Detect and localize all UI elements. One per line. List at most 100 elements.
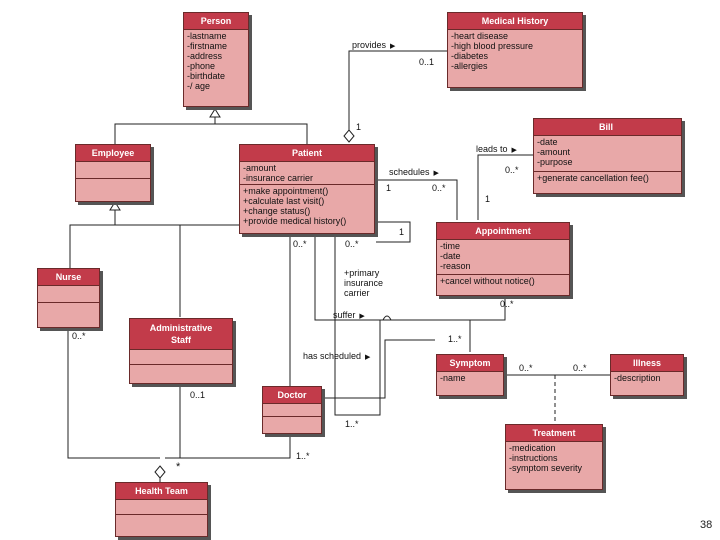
attribute: -allergies: [451, 61, 488, 71]
attribute: -amount: [537, 147, 571, 157]
class-illness-name: Illness: [611, 355, 683, 372]
class-bill-operations: +generate cancellation fee(): [534, 172, 681, 184]
attribute: -instructions: [509, 453, 558, 463]
attribute: -diabetes: [451, 51, 489, 61]
association-leads-to: leads to▶: [476, 144, 517, 154]
class-symptom: Symptom -name: [436, 354, 504, 396]
class-patient-name: Patient: [240, 145, 374, 162]
multiplicity: 1..*: [448, 334, 462, 344]
class-patient: Patient -amount -insurance carrier +make…: [239, 144, 375, 234]
aggregation-diamond-patient: [343, 129, 355, 143]
aggregation-diamond-health-team: [154, 465, 166, 479]
association-provides: provides▶: [352, 40, 396, 50]
operation: +provide medical history(): [243, 216, 347, 226]
class-appointment-attributes: -time -date -reason: [437, 240, 569, 275]
multiplicity: 0..*: [345, 239, 359, 249]
direction-arrow-icon: ▶: [433, 170, 439, 177]
multiplicity: 0..1: [419, 57, 435, 67]
attribute: -purpose: [537, 157, 573, 167]
class-employee-attributes: [76, 162, 150, 179]
class-medical-history: Medical History -heart disease -high blo…: [447, 12, 583, 88]
class-bill: Bill -date -amount -purpose +generate ca…: [533, 118, 682, 194]
class-nurse-name: Nurse: [38, 269, 99, 286]
operation: +calculate last visit(): [243, 196, 325, 206]
class-health-team: Health Team: [115, 482, 208, 537]
attribute: -/ age: [187, 81, 211, 91]
attribute: -heart disease: [451, 31, 509, 41]
association-has-scheduled: has scheduled▶: [303, 351, 371, 361]
attribute: -name: [440, 373, 466, 383]
multiplicity: 0..*: [500, 299, 514, 309]
attribute: -description: [614, 373, 661, 383]
class-administrative-staff-operations: [130, 365, 232, 379]
multiplicity: *: [176, 461, 181, 473]
multiplicity: 0..*: [573, 363, 587, 373]
class-treatment-attributes: -medication -instructions -symptom sever…: [506, 442, 602, 474]
class-medical-history-name: Medical History: [448, 13, 582, 30]
class-doctor-operations: [263, 417, 321, 429]
generalization-arrow-employee: [109, 201, 121, 211]
operation: +make appointment(): [243, 186, 329, 196]
class-medical-history-attributes: -heart disease -high blood pressure -dia…: [448, 30, 582, 72]
attribute: -date: [537, 137, 558, 147]
operation: +generate cancellation fee(): [537, 173, 649, 183]
attribute: -lastname: [187, 31, 227, 41]
attribute: -address: [187, 51, 223, 61]
attribute: -birthdate: [187, 71, 226, 81]
multiplicity: 0..*: [432, 183, 446, 193]
association-suffer: suffer▶: [333, 310, 365, 320]
class-health-team-name: Health Team: [116, 483, 207, 500]
multiplicity: 1: [386, 183, 392, 193]
attribute: -high blood pressure: [451, 41, 534, 51]
class-appointment-operations: +cancel without notice(): [437, 275, 569, 287]
attribute: -symptom severity: [509, 463, 583, 473]
class-bill-attributes: -date -amount -purpose: [534, 136, 681, 172]
class-bill-name: Bill: [534, 119, 681, 136]
attribute: -phone: [187, 61, 216, 71]
class-employee-operations: [76, 179, 150, 195]
multiplicity: 0..*: [505, 165, 519, 175]
multiplicity: 1: [399, 227, 405, 237]
attribute: -medication: [509, 443, 556, 453]
association-primary-insurance-carrier: +primary insurance carrier: [344, 268, 384, 298]
attribute: -date: [440, 251, 461, 261]
class-nurse-attributes: [38, 286, 99, 303]
multiplicity: 0..*: [72, 331, 86, 341]
operation: +change status(): [243, 206, 311, 216]
direction-arrow-icon: ▶: [365, 354, 371, 361]
multiplicity: 0..1: [190, 390, 206, 400]
class-nurse-operations: [38, 303, 99, 319]
multiplicity: 1: [356, 122, 362, 132]
class-appointment: Appointment -time -date -reason +cancel …: [436, 222, 570, 296]
class-nurse: Nurse: [37, 268, 100, 328]
page-number: 38: [700, 519, 713, 531]
class-illness: Illness -description: [610, 354, 684, 396]
operation: +cancel without notice(): [440, 276, 535, 286]
class-employee-name: Employee: [76, 145, 150, 162]
class-person: Person -lastname -firstname -address -ph…: [183, 12, 249, 107]
class-treatment: Treatment -medication -instructions -sym…: [505, 424, 603, 490]
class-doctor-attributes: [263, 404, 321, 417]
attribute: -amount: [243, 163, 277, 173]
direction-arrow-icon: ▶: [359, 313, 365, 320]
attribute: -firstname: [187, 41, 228, 51]
direction-arrow-icon: ▶: [511, 147, 517, 154]
class-treatment-name: Treatment: [506, 425, 602, 442]
attribute: -insurance carrier: [243, 173, 314, 183]
class-administrative-staff-name: Administrative Staff: [130, 319, 232, 350]
class-symptom-attributes: -name: [437, 372, 503, 384]
class-doctor: Doctor: [262, 386, 322, 434]
multiplicity: 0..*: [293, 239, 307, 249]
class-person-attributes: -lastname -firstname -address -phone -bi…: [184, 30, 248, 92]
association-schedules: schedules▶: [389, 167, 439, 177]
multiplicity: 1: [485, 194, 491, 204]
multiplicity: 0..*: [519, 363, 533, 373]
class-health-team-operations: [116, 515, 207, 529]
class-person-name: Person: [184, 13, 248, 30]
class-administrative-staff-attributes: [130, 350, 232, 365]
class-health-team-attributes: [116, 500, 207, 515]
class-appointment-name: Appointment: [437, 223, 569, 240]
attribute: -time: [440, 241, 460, 251]
multiplicity: 1..*: [345, 419, 359, 429]
multiplicity: 1..*: [296, 451, 310, 461]
